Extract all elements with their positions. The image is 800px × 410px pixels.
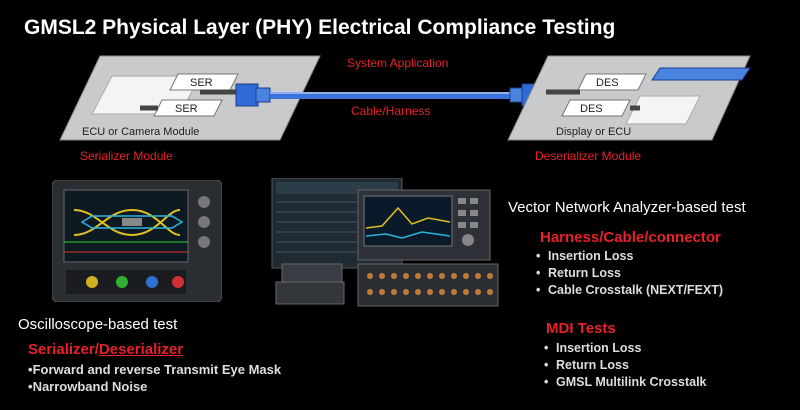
mdi-tests-heading: MDI Tests — [546, 320, 616, 337]
ser-chip-bottom-label: SER — [175, 103, 198, 115]
serializer-deserializer-heading: Serializer/Deserializer — [28, 341, 184, 358]
list-item: •Return Loss — [536, 266, 621, 280]
list-item: •GMSL Multilink Crosstalk — [544, 375, 707, 389]
list-item: •Cable Crosstalk (NEXT/FEXT) — [536, 283, 724, 297]
des-chip-bottom — [561, 99, 631, 117]
cable-harness-label: Cable/Harness — [351, 104, 431, 118]
vna-test-list: •Insertion Loss •Return Loss •Cable Cros… — [536, 248, 723, 299]
harness-cable-heading: Harness/Cable/connector — [540, 229, 721, 246]
ecu-camera-label: ECU or Camera Module — [82, 126, 200, 138]
oscilloscope-test-list: •Forward and reverse Transmit Eye Mask •… — [28, 361, 281, 395]
list-item: •Insertion Loss — [536, 249, 634, 263]
page-title: GMSL2 Physical Layer (PHY) Electrical Co… — [24, 16, 616, 39]
vna-instruments-image — [271, 178, 499, 307]
serializer-module-label: Serializer Module — [80, 149, 173, 163]
deserializer-module-label: Deserializer Module — [535, 149, 642, 163]
list-item: •Insertion Loss — [544, 341, 642, 355]
cable — [270, 92, 510, 99]
oscilloscope-image — [52, 180, 222, 302]
system-application-label: System Application — [347, 56, 449, 70]
ser-chip-bottom — [153, 99, 223, 117]
display-ecu-label: Display or ECU — [556, 126, 632, 138]
des-chip-top-label: DES — [596, 77, 619, 89]
list-item: •Narrowband Noise — [28, 379, 148, 394]
list-item: •Forward and reverse Transmit Eye Mask — [28, 362, 282, 377]
system-diagram — [59, 55, 751, 141]
list-item: •Return Loss — [544, 358, 629, 372]
left-cable-connector — [235, 83, 271, 107]
vna-section-title: Vector Network Analyzer-based test — [508, 199, 746, 216]
des-chip-bottom-label: DES — [580, 103, 603, 115]
ser-chip-top-label: SER — [190, 77, 213, 89]
des-chip-top — [577, 73, 647, 91]
right-module-board — [625, 95, 701, 125]
display-panel — [651, 67, 751, 81]
mdi-test-list: •Insertion Loss •Return Loss •GMSL Multi… — [544, 340, 707, 391]
oscilloscope-section-title: Oscilloscope-based test — [18, 316, 178, 333]
